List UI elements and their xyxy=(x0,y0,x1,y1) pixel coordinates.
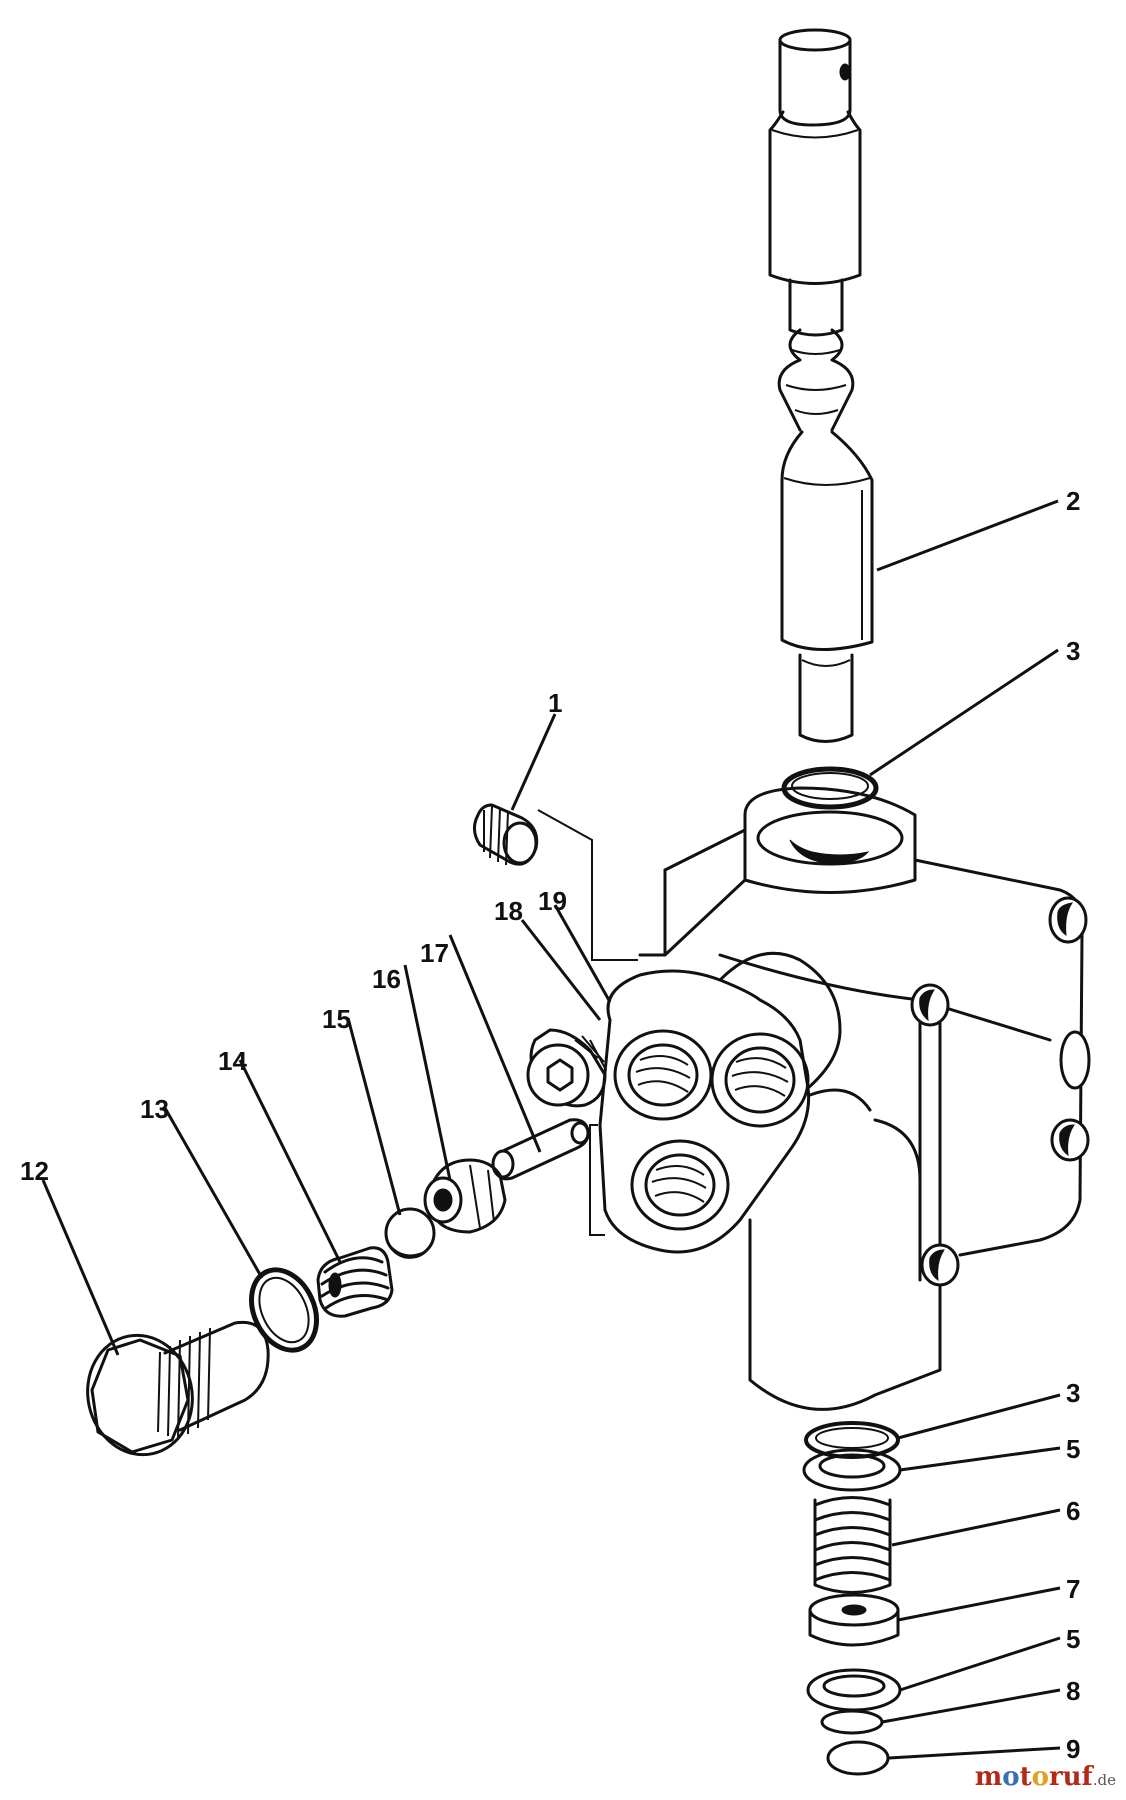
small-pipe-plug xyxy=(473,803,539,866)
callout-7: 7 xyxy=(1066,1574,1080,1604)
callout-15: 15 xyxy=(322,1004,351,1034)
callout-13: 13 xyxy=(140,1094,169,1124)
callout-1: 1 xyxy=(548,688,562,718)
hex-plug xyxy=(86,1320,270,1457)
valve-body xyxy=(537,786,1091,1411)
body-mounting-holes xyxy=(910,896,1091,1287)
callout-17: 17 xyxy=(420,938,449,968)
poppet-pin xyxy=(491,1118,590,1181)
spool-shaft xyxy=(768,28,874,743)
callout-18: 18 xyxy=(494,896,523,926)
callout-3-bottom: 3 xyxy=(1066,1378,1080,1408)
callout-2: 2 xyxy=(1066,486,1080,516)
callout-9: 9 xyxy=(1066,1734,1080,1764)
callout-14: 14 xyxy=(218,1046,247,1076)
o-ring-plug xyxy=(249,1267,319,1353)
poppet xyxy=(423,1158,507,1234)
check-ball xyxy=(384,1207,436,1259)
callout-3-top: 3 xyxy=(1066,636,1080,666)
callout-16: 16 xyxy=(372,964,401,994)
callout-5-lower: 5 xyxy=(1066,1624,1080,1654)
callout-19: 19 xyxy=(538,886,567,916)
leader-lines xyxy=(41,499,1061,1760)
watermark-logo: motoruf.de xyxy=(974,1762,1116,1792)
callout-numbers: 1 2 3 19 18 17 16 15 14 13 12 3 5 6 7 5 … xyxy=(20,486,1080,1764)
coil-spring xyxy=(316,1246,394,1318)
callout-12: 12 xyxy=(20,1156,49,1186)
socket-head-plug xyxy=(526,1028,607,1108)
callout-6: 6 xyxy=(1066,1496,1080,1526)
callout-8: 8 xyxy=(1066,1676,1080,1706)
lower-stack xyxy=(802,1421,902,1776)
callout-5-upper: 5 xyxy=(1066,1434,1080,1464)
threaded-ports xyxy=(613,1029,810,1231)
